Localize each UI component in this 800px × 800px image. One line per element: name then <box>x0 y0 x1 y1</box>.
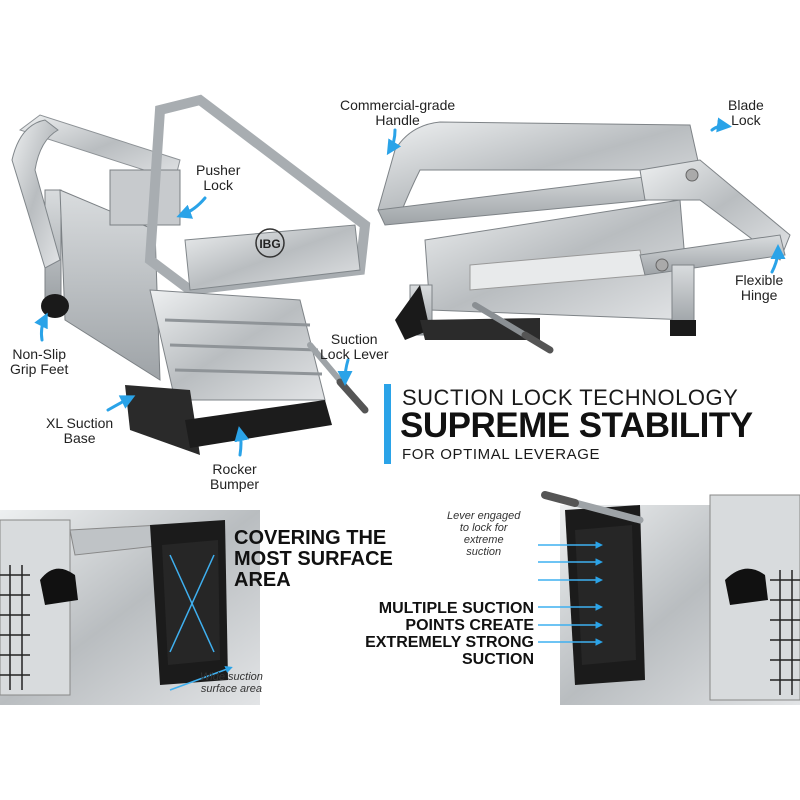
headline-line2: SUPREME STABILITY <box>400 406 753 445</box>
callout-arrows <box>34 117 786 457</box>
headline-line1: SUCTION LOCK TECHNOLOGY <box>402 385 739 410</box>
underside-view-right <box>538 491 800 705</box>
brand-logo: IBG <box>259 237 280 251</box>
underside-view-left <box>0 510 260 705</box>
headline-line3: FOR OPTIMAL LEVERAGE <box>402 446 601 463</box>
slicer-front-view: IBG <box>11 94 371 455</box>
headline-block: SUCTION LOCK TECHNOLOGY SUPREME STABILIT… <box>384 384 794 464</box>
slicer-side-view <box>377 121 791 354</box>
accent-bar <box>384 384 391 464</box>
